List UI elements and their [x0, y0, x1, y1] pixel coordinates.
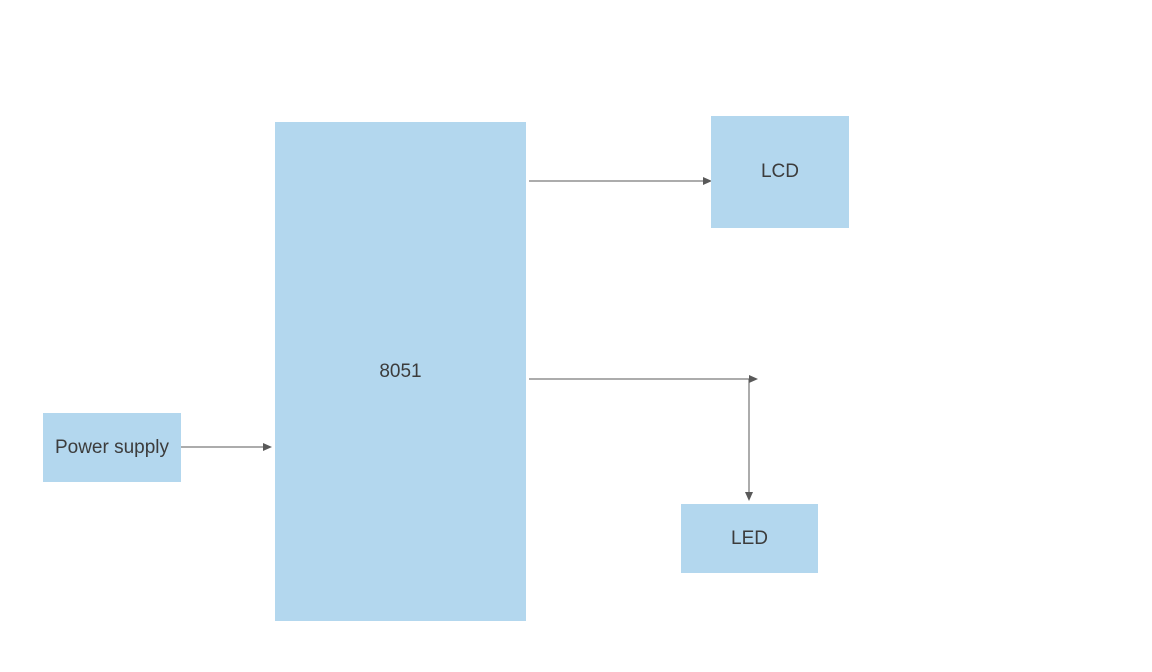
led-block[interactable]: LED [681, 504, 818, 573]
microcontroller-label: 8051 [379, 360, 422, 382]
microcontroller-8051-block[interactable]: 8051 [275, 122, 526, 621]
lcd-label: LCD [760, 161, 799, 182]
power-supply-block[interactable]: Power supply [43, 413, 181, 482]
led-label: LED [731, 527, 768, 549]
power-supply-label: Power supply [54, 436, 170, 458]
lcd-block[interactable]: LCD [711, 116, 849, 228]
